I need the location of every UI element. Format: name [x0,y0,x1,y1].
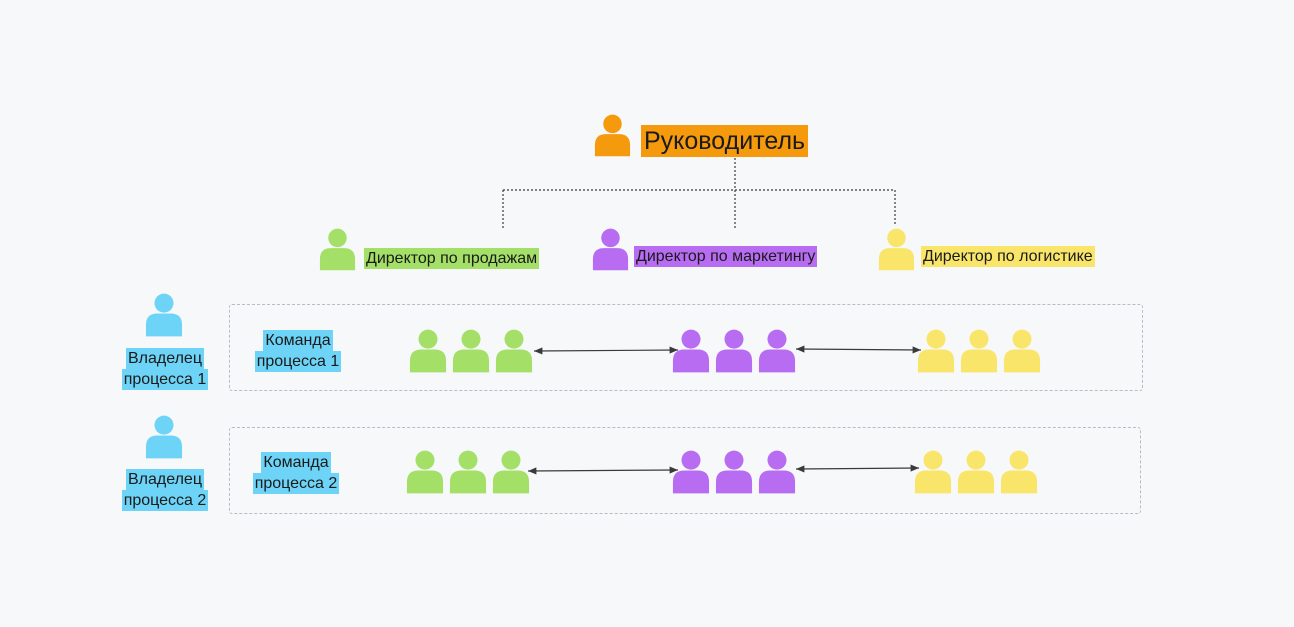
sales-member-icon [452,329,490,373]
logistics-member-icon [1000,450,1038,494]
marketing-member-icon [715,450,753,494]
head-label: Руководитель [641,125,809,157]
marketing-member-icon [672,450,710,494]
process-owner-person-icon [145,415,183,459]
team-line-1: Команда [261,452,331,473]
sales-member-icon [409,329,447,373]
sales-member-icon [406,450,444,494]
marketing-member-icon [758,450,796,494]
sales-member-icon [449,450,487,494]
logistics-member-icon [957,450,995,494]
marketing-member-icon [758,329,796,373]
director-label-sales: Директор по продажам [364,248,540,269]
logistics-director-person-icon [878,228,915,271]
team-line-1: Команда [263,330,333,351]
logistics-member-icon [960,329,998,373]
sales-member-icon [492,450,530,494]
sales-member-icon [495,329,533,373]
process-owner-person-icon [145,293,183,337]
logistics-member-icon [917,329,955,373]
owner-line-1: Владелец [125,348,204,369]
process-team-box-1 [229,304,1143,391]
process-team-label-1: Команда процесса 1 [251,330,345,372]
owner-line-1: Владелец [125,469,204,490]
sales-director-person-icon [319,228,356,271]
process-team-label-2: Команда процесса 2 [249,452,343,494]
owner-line-2: процесса 1 [121,369,209,390]
marketing-member-icon [715,329,753,373]
process-owner-label-2: Владелец процесса 2 [115,469,215,511]
marketing-member-icon [672,329,710,373]
marketing-director-person-icon [592,228,629,271]
logistics-member-icon [1003,329,1041,373]
team-line-2: процесса 2 [252,473,340,494]
head-person-icon [594,114,631,157]
owner-line-2: процесса 2 [121,490,209,511]
director-label-logistics: Директор по логистике [921,246,1095,267]
team-line-2: процесса 1 [254,351,342,372]
process-owner-label-1: Владелец процесса 1 [115,348,215,390]
logistics-member-icon [914,450,952,494]
director-label-marketing: Директор по маркетингу [634,246,818,267]
process-team-box-2 [229,427,1141,514]
